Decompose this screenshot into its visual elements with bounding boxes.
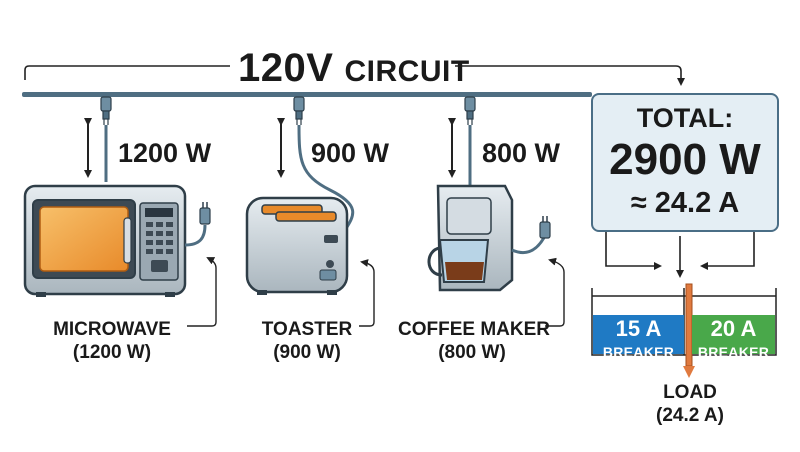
total-watts: 2900 W [609, 135, 761, 184]
toaster-rating: (900 W) [273, 342, 341, 364]
plug-icon [293, 96, 305, 125]
toaster-label: TOASTER (900 W) [255, 318, 359, 364]
plug-icon [464, 96, 476, 125]
toaster-watt-label: 900 W [311, 138, 390, 168]
coffee-maker-label: COFFEE MAKER (800 W) [398, 318, 550, 364]
toaster-name: TOASTER [261, 319, 353, 340]
label-leaders [187, 257, 565, 327]
total-amps: ≈ 24.2 A [630, 187, 740, 219]
coffee-maker-icon [427, 184, 551, 292]
load-name: LOAD [663, 382, 717, 403]
microwave-rating: (1200 W) [72, 342, 152, 364]
microwave-label: MICROWAVE (1200 W) [40, 318, 184, 364]
breaker-20a: 20 A BREAKER [692, 315, 775, 360]
main-bus-wire [22, 92, 592, 97]
load-label: LOAD (24.2 A) [630, 381, 750, 427]
circuit-voltage: 120V [238, 46, 334, 90]
total-box: TOTAL: 2900 W ≈ 24.2 A [591, 93, 779, 232]
coffee-maker-name: COFFEE MAKER [398, 319, 550, 340]
breaker-15a-name: BREAKER [602, 344, 675, 360]
coffee-maker-rating: (800 W) [438, 342, 506, 364]
total-label: TOTAL: [636, 103, 734, 133]
load-value: (24.2 A) [656, 405, 724, 427]
breaker-15a-value: 15 A [615, 316, 662, 341]
coffee-maker-watt-label: 800 W [482, 138, 561, 168]
microwave-icon [23, 184, 211, 297]
breaker-15a: 15 A BREAKER [593, 315, 684, 360]
plug-icon [100, 96, 112, 125]
microwave-watt-label: 1200 W [118, 138, 212, 168]
total-flow-arrows [605, 232, 755, 278]
breaker-frame [591, 288, 777, 356]
title-bracket [24, 65, 685, 86]
breaker-20a-value: 20 A [710, 316, 757, 341]
breaker-20a-name: BREAKER [697, 344, 770, 360]
toaster-icon [245, 196, 349, 295]
microwave-name: MICROWAVE [53, 319, 171, 340]
appliance-cords [104, 124, 472, 231]
circuit-word: CIRCUIT [344, 55, 470, 88]
circuit-title: 120V CIRCUIT [238, 48, 470, 88]
